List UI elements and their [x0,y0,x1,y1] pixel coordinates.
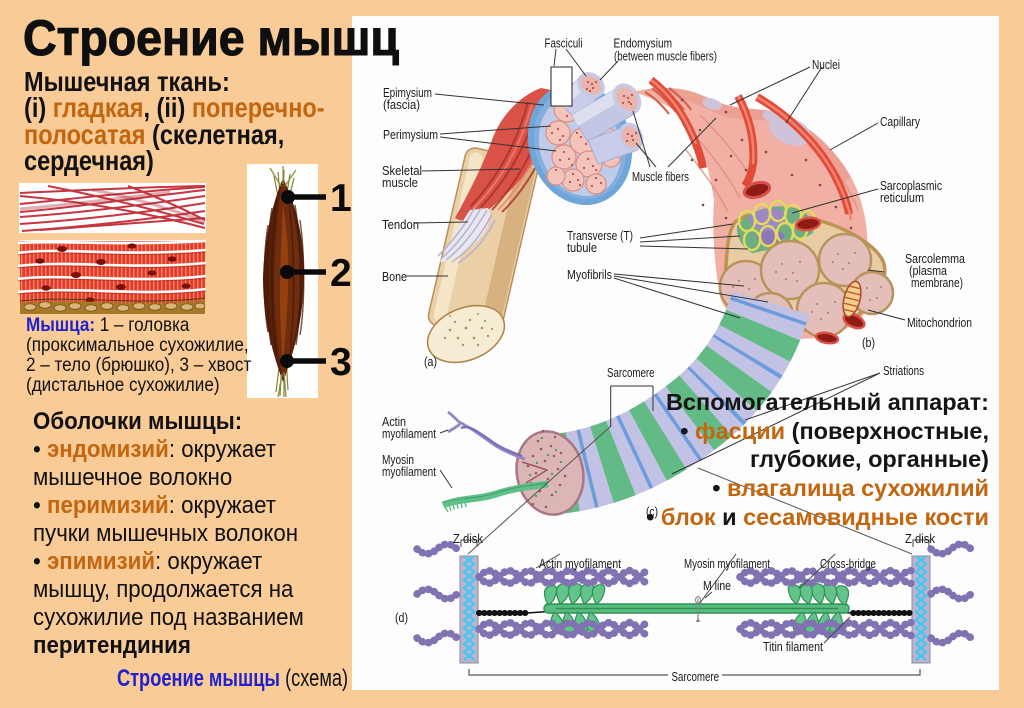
svg-text:M line: M line [703,578,731,593]
svg-text:3: 3 [330,341,352,384]
svg-text:Mitochondrion: Mitochondrion [907,315,972,330]
svg-text:Sarcomere: Sarcomere [672,669,720,684]
svg-text:1: 1 [330,177,352,220]
svg-text:Epimysium: Epimysium [383,85,432,100]
svg-text:myofilament: myofilament [382,464,436,479]
svg-text:(plasma: (plasma [909,263,948,278]
svg-text:(d): (d) [395,610,408,625]
svg-text:Actin: Actin [382,414,406,429]
svg-text:Sarcoplasmic: Sarcoplasmic [880,178,942,193]
svg-text:Bone: Bone [382,269,407,284]
svg-text:Striations: Striations [883,363,924,378]
svg-text:reticulum: reticulum [880,190,924,205]
svg-text:Titin filament: Titin filament [763,639,823,654]
svg-text:Myofibrils: Myofibrils [567,267,612,282]
svg-text:Muscle fibers: Muscle fibers [632,169,689,184]
svg-text:Z disk: Z disk [905,531,935,546]
svg-text:Sarcomere: Sarcomere [607,365,655,380]
svg-text:muscle: muscle [382,175,418,190]
svg-text:(b): (b) [862,335,875,350]
svg-text:(a): (a) [424,354,437,369]
svg-text:(between muscle fibers): (between muscle fibers) [614,49,717,64]
svg-text:Capillary: Capillary [880,114,920,129]
svg-text:Perimysium: Perimysium [383,127,438,142]
svg-text:Sarcolemma: Sarcolemma [905,251,966,266]
svg-text:Endomysium: Endomysium [614,36,673,51]
svg-text:Nuclei: Nuclei [812,57,840,72]
svg-text:membrane): membrane) [911,275,963,290]
svg-text:Fasciculi: Fasciculi [545,36,583,51]
svg-text:(fascia): (fascia) [383,97,420,112]
svg-text:myofilament: myofilament [382,426,436,441]
svg-text:Transverse (T): Transverse (T) [567,228,633,243]
svg-text:Myosin: Myosin [382,452,414,467]
svg-text:Z disk: Z disk [453,531,483,546]
svg-text:Actin myofilament: Actin myofilament [539,556,621,571]
svg-text:(c): (c) [646,504,658,519]
svg-text:tubule: tubule [567,240,597,255]
svg-text:Myosin myofilament: Myosin myofilament [684,556,770,571]
svg-text:Tendon: Tendon [382,217,419,232]
svg-text:2: 2 [330,252,352,295]
svg-text:Skeletal: Skeletal [382,163,422,178]
svg-text:Cross-bridge: Cross-bridge [820,556,876,571]
